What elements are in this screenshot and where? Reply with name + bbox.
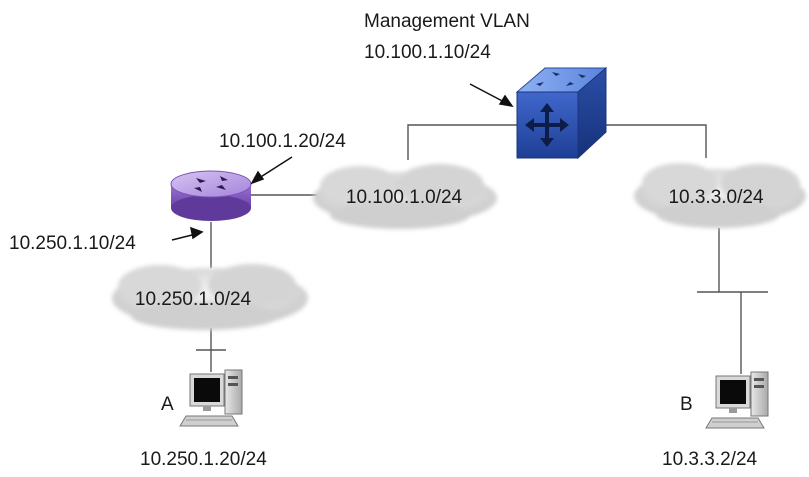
cloud-icon [313, 164, 497, 229]
cloud-center: 10.100.1.0/24 [313, 164, 497, 229]
router-ip-left-label: 10.250.1.10/24 [9, 233, 136, 254]
cloud-right-label: 10.3.3.0/24 [668, 187, 764, 208]
host-b: B 10.3.3.2/24 [662, 371, 769, 470]
cloud-center-label: 10.100.1.0/24 [346, 187, 463, 208]
links [196, 124, 768, 374]
mgmt-ip-label: 10.100.1.10/24 [364, 42, 491, 63]
link-switch-to-center-cloud [407, 124, 517, 160]
computer-icon [179, 369, 243, 427]
switch-icon [515, 66, 608, 160]
pointer-arrows [171, 83, 514, 241]
router-ip-top-label: 10.100.1.20/24 [219, 131, 346, 152]
mgmt-vlan-label: Management VLAN [364, 11, 530, 32]
router-icon [170, 170, 252, 221]
host-b-letter: B [680, 394, 693, 415]
cloud-left-label: 10.250.1.0/24 [135, 289, 252, 310]
host-a: A 10.250.1.20/24 [140, 369, 267, 470]
cloud-left: 10.250.1.0/24 [112, 264, 308, 330]
host-a-letter: A [161, 394, 174, 415]
host-b-ip: 10.3.3.2/24 [662, 449, 758, 470]
cloud-icon [634, 163, 806, 228]
computer-icon [705, 371, 769, 429]
host-a-ip: 10.250.1.20/24 [140, 449, 267, 470]
link-switch-to-right-cloud [596, 124, 707, 158]
cloud-right: 10.3.3.0/24 [634, 163, 806, 228]
cloud-icon [112, 264, 308, 330]
